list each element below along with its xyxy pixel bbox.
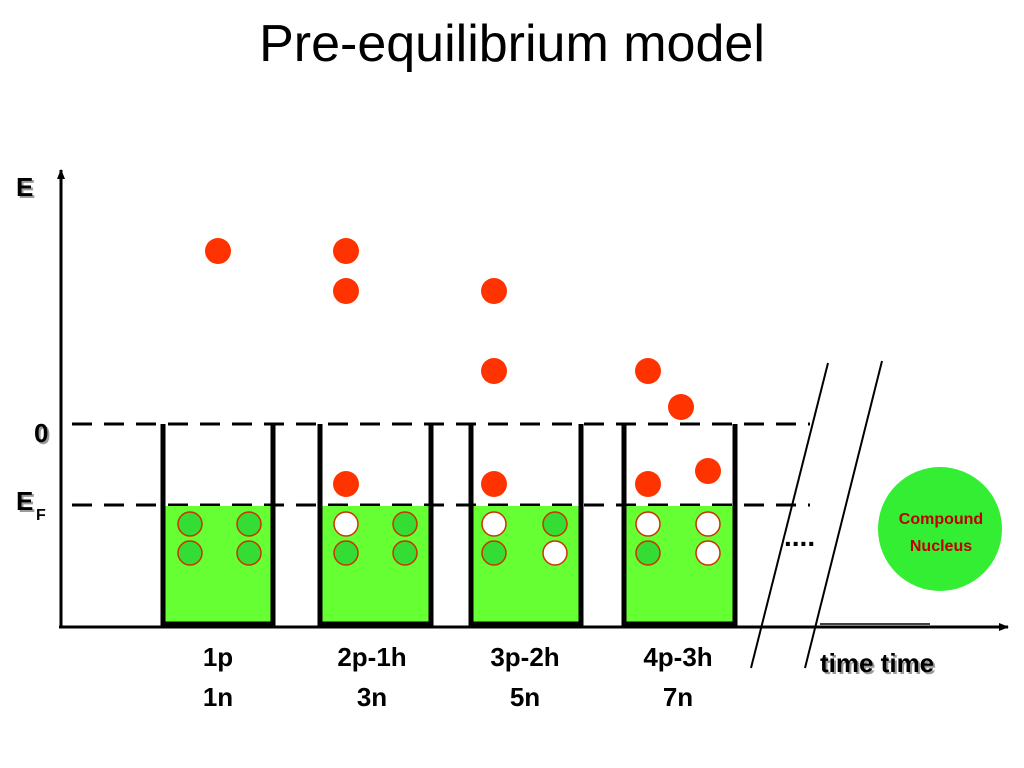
axis-break <box>750 360 883 669</box>
filled-state <box>236 511 262 537</box>
particle <box>333 238 359 264</box>
svg-text:7n: 7n <box>663 682 693 712</box>
zero-energy-label: 0 0 <box>34 418 50 450</box>
svg-text:3n: 3n <box>357 682 387 712</box>
compound-nucleus-line2: Nucleus <box>910 538 972 555</box>
particle <box>333 278 359 304</box>
svg-text:E: E <box>18 488 35 518</box>
ellipsis: .... <box>784 521 815 552</box>
filled-state <box>236 540 262 566</box>
stage-label-2: 2p-1h 3n <box>337 642 406 712</box>
svg-text:3p-2h: 3p-2h <box>490 642 559 672</box>
particle <box>695 458 721 484</box>
particle <box>481 471 507 497</box>
svg-text:time time: time time <box>820 648 934 678</box>
time-axis-label: time time time time <box>820 648 936 680</box>
hole <box>695 540 721 566</box>
excited-particles <box>205 238 721 497</box>
compound-nucleus-line1: Compound <box>899 511 983 528</box>
filled-state <box>177 540 203 566</box>
particle <box>205 238 231 264</box>
svg-text:5n: 5n <box>510 682 540 712</box>
filled-state <box>392 511 418 537</box>
particle <box>635 471 661 497</box>
svg-text:0: 0 <box>36 420 50 450</box>
stage-labels: 1p 1n 2p-1h 3n 3p-2h 5n 4p-3h 7n <box>203 642 713 712</box>
y-axis-label: E E <box>16 172 35 204</box>
particle <box>668 394 694 420</box>
svg-text:E: E <box>16 172 33 202</box>
filled-state <box>333 540 359 566</box>
stage-label-4: 4p-3h 7n <box>643 642 712 712</box>
hole <box>635 511 661 537</box>
particle <box>635 358 661 384</box>
filled-state <box>635 540 661 566</box>
svg-text:1p: 1p <box>203 642 233 672</box>
hole <box>695 511 721 537</box>
svg-text:E: E <box>16 486 33 516</box>
svg-text:0: 0 <box>34 418 48 448</box>
stage-label-3: 3p-2h 5n <box>490 642 559 712</box>
svg-text:time time: time time <box>822 650 936 680</box>
slide-title: Pre-equilibrium model <box>259 15 765 73</box>
stage-label-1: 1p 1n <box>203 642 233 712</box>
svg-text:1n: 1n <box>203 682 233 712</box>
compound-nucleus: Compound Nucleus <box>878 467 1002 591</box>
svg-text:F: F <box>36 507 46 524</box>
filled-state <box>542 511 568 537</box>
filled-state <box>481 540 507 566</box>
hole <box>542 540 568 566</box>
svg-text:E: E <box>18 174 35 204</box>
particle <box>333 471 359 497</box>
hole <box>481 511 507 537</box>
filled-state <box>392 540 418 566</box>
fermi-sea-states <box>177 511 721 566</box>
compound-nucleus-circle <box>878 467 1002 591</box>
hole <box>333 511 359 537</box>
particle <box>481 278 507 304</box>
particle <box>481 358 507 384</box>
svg-text:2p-1h: 2p-1h <box>337 642 406 672</box>
filled-state <box>177 511 203 537</box>
svg-text:4p-3h: 4p-3h <box>643 642 712 672</box>
fermi-level-label: E E F <box>16 486 46 524</box>
